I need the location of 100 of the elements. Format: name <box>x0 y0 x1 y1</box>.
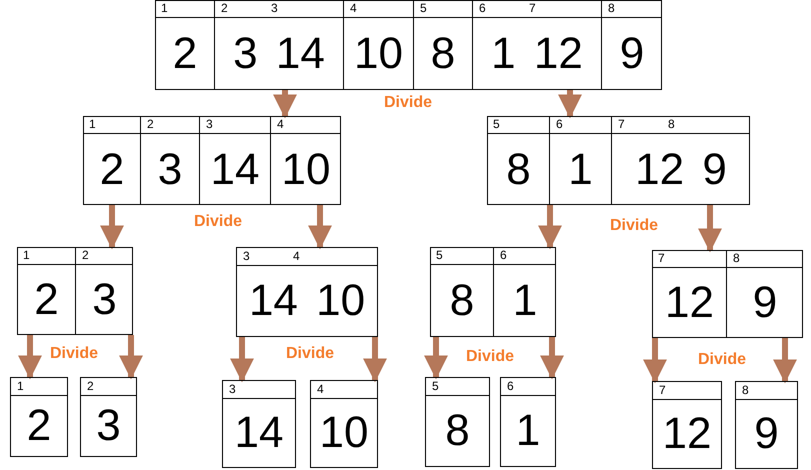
value-number: 1 12 <box>491 30 583 78</box>
value-number: 12 <box>665 279 714 327</box>
index-number: 7 <box>658 251 665 265</box>
value-number: 8 <box>430 30 456 78</box>
index-number: 3 <box>206 117 213 131</box>
down-arrow <box>424 337 448 380</box>
array-cell <box>270 116 341 205</box>
index-number: 6 <box>507 379 514 393</box>
index-number: 2 <box>147 117 154 131</box>
array-cell <box>75 247 133 335</box>
value-number: 3 14 <box>233 30 325 78</box>
index-number: 1 <box>17 379 24 393</box>
array-cell <box>310 380 378 468</box>
value-number: 10 <box>320 409 368 457</box>
index-number: 2 3 <box>221 1 278 15</box>
index-number: 2 <box>82 248 89 262</box>
index-number: 6 <box>556 117 563 131</box>
array-cell <box>413 0 472 90</box>
step-label: Divide <box>384 94 432 112</box>
down-arrow <box>698 205 722 252</box>
index-number: 1 <box>89 117 96 131</box>
index-number: 5 <box>436 248 443 262</box>
value-number: 8 <box>506 146 531 194</box>
array-cell <box>199 116 270 205</box>
value-number: 14 <box>234 409 284 457</box>
index-number: 7 <box>659 383 666 397</box>
index-number: 3 4 <box>243 249 300 263</box>
array-box <box>83 116 341 205</box>
array-box <box>487 116 750 205</box>
value-number: 3 <box>92 276 117 324</box>
array-cell <box>726 250 803 338</box>
value-number: 1 <box>512 277 538 325</box>
value-number: 12 9 <box>635 146 727 194</box>
array-cell <box>472 0 601 90</box>
step-label: Divide <box>698 351 746 369</box>
value-number: 10 <box>282 146 330 194</box>
value-number: 9 <box>620 30 644 78</box>
index-number: 4 <box>317 382 324 396</box>
value-number: 3 <box>158 146 182 194</box>
index-number: 4 <box>350 1 357 15</box>
down-arrow <box>100 205 124 250</box>
step-label: Divide <box>50 345 98 363</box>
down-arrow <box>643 338 667 384</box>
value-number: 10 <box>354 30 403 78</box>
down-arrow <box>773 338 797 384</box>
value-number: 12 <box>662 410 712 458</box>
array-box <box>155 0 662 90</box>
index-number: 1 <box>23 248 30 262</box>
value-number: 1 <box>568 146 593 194</box>
value-number: 3 <box>96 402 121 450</box>
array-cell <box>652 381 722 469</box>
array-cell <box>425 377 490 467</box>
value-number: 9 <box>752 279 778 327</box>
index-number: 3 <box>229 382 236 396</box>
down-arrow <box>538 205 562 250</box>
index-number: 5 <box>432 379 439 393</box>
array-cell <box>140 116 199 205</box>
array-box <box>652 250 803 338</box>
value-number: 2 <box>100 146 124 194</box>
array-cell <box>222 380 296 468</box>
step-label: Divide <box>194 213 242 231</box>
array-cell <box>10 377 68 457</box>
down-arrow <box>363 337 387 382</box>
array-cell <box>735 381 798 469</box>
down-arrow <box>273 90 297 118</box>
down-arrow <box>119 335 143 380</box>
down-arrow <box>230 337 254 382</box>
index-number: 6 7 <box>479 1 536 15</box>
step-label: Divide <box>286 345 334 363</box>
value-number: 14 <box>210 146 260 194</box>
value-number: 8 <box>445 407 470 455</box>
array-cell <box>343 0 413 90</box>
index-number: 8 <box>608 1 615 15</box>
array-cell <box>611 116 750 205</box>
down-arrow <box>18 335 42 380</box>
index-number: 5 <box>420 1 427 15</box>
index-number: 4 <box>277 117 284 131</box>
value-number: 8 <box>450 277 474 325</box>
value-number: 2 <box>172 30 198 78</box>
step-label: Divide <box>610 217 658 235</box>
index-number: 1 <box>161 1 168 15</box>
down-arrow <box>308 205 332 250</box>
array-box <box>430 247 556 337</box>
array-cell <box>214 0 343 90</box>
step-label: Divide <box>466 348 514 366</box>
value-number: 1 <box>516 407 540 455</box>
index-number: 7 8 <box>618 117 675 131</box>
down-arrow <box>558 90 582 118</box>
value-number: 2 <box>26 402 52 450</box>
down-arrow <box>540 337 564 380</box>
index-number: 2 <box>87 379 94 393</box>
index-number: 5 <box>493 117 500 131</box>
array-cell <box>601 0 662 90</box>
index-number: 8 <box>742 383 749 397</box>
array-cell <box>549 116 611 205</box>
index-number: 8 <box>733 251 740 265</box>
array-cell <box>500 377 556 467</box>
index-number: 6 <box>500 248 507 262</box>
value-number: 9 <box>754 410 779 458</box>
value-number: 2 <box>34 276 59 324</box>
